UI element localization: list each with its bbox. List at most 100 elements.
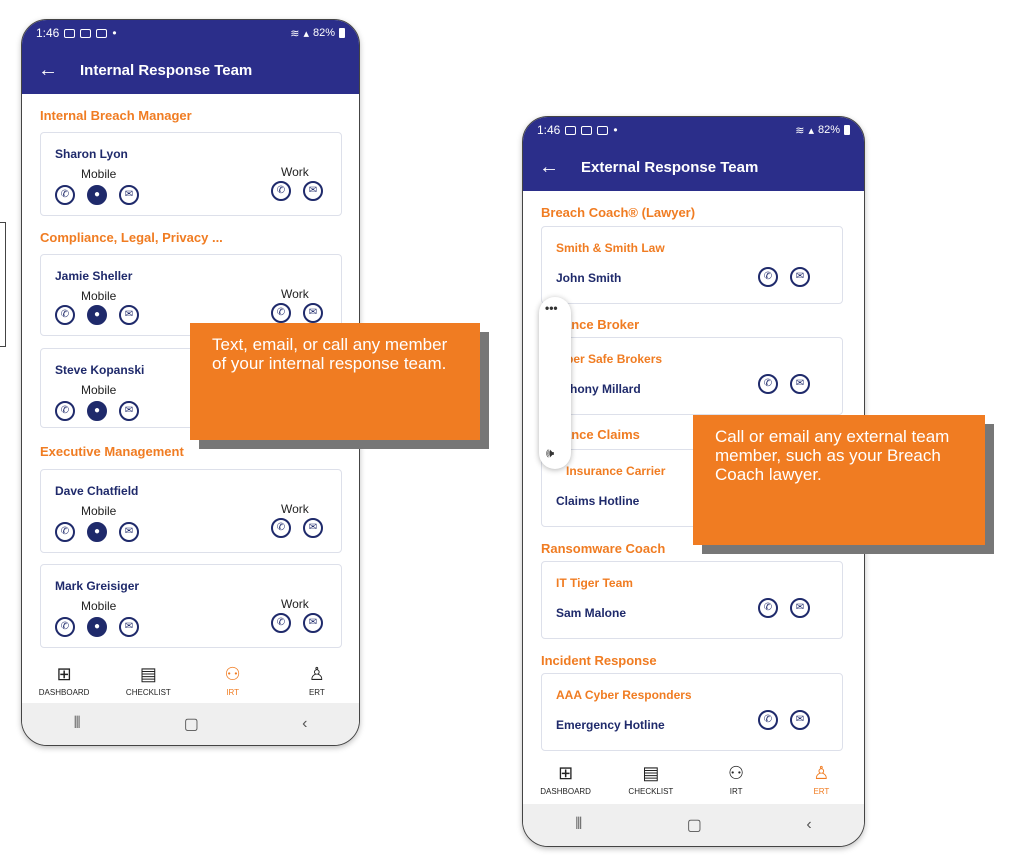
status-time: 1:46 xyxy=(537,123,561,137)
envelope-icon[interactable]: ✉ xyxy=(790,710,810,730)
envelope-icon[interactable]: ✉ xyxy=(119,401,139,421)
contact-name: Steve Kopanski xyxy=(55,363,145,377)
internal-team-callout: Text, email, or call any member of your … xyxy=(190,323,480,440)
nav-dashboard[interactable]: ⊞ DASHBOARD xyxy=(540,762,591,796)
nav-irt[interactable]: ⚇ IRT xyxy=(224,663,241,697)
contact-name: Dave Chatfield xyxy=(55,484,139,498)
phone-icon[interactable]: ✆ xyxy=(271,303,291,323)
grid-icon: ⊞ xyxy=(56,663,72,684)
section-title: Compliance, Legal, Privacy ... xyxy=(40,230,223,245)
chat-bubble-icon[interactable]: ● xyxy=(87,185,107,205)
status-bar: 1:46 • ≋ ▴ 82% xyxy=(22,20,359,46)
phone-icon[interactable]: ✆ xyxy=(271,518,291,538)
phone-icon[interactable]: ✆ xyxy=(758,710,778,730)
section-title: urance Broker xyxy=(551,317,640,332)
partial-device-frame xyxy=(0,222,6,347)
envelope-icon[interactable]: ✉ xyxy=(303,518,323,538)
speaker-icon[interactable]: 🕪 xyxy=(546,445,555,460)
section-title: Internal Breach Manager xyxy=(40,108,192,123)
envelope-icon[interactable]: ✉ xyxy=(119,617,139,637)
dot-icon: • xyxy=(112,26,117,40)
phone-icon[interactable]: ✆ xyxy=(758,374,778,394)
envelope-icon[interactable]: ✉ xyxy=(119,185,139,205)
status-time: 1:46 xyxy=(36,26,60,40)
battery-icon xyxy=(339,28,345,38)
contact-name: Emergency Hotline xyxy=(556,718,665,732)
clipboard-icon: ▤ xyxy=(139,663,157,684)
system-back-icon[interactable]: ‹ xyxy=(302,715,308,732)
phone-icon[interactable]: ✆ xyxy=(55,185,75,205)
phone-icon[interactable]: ✆ xyxy=(271,613,291,633)
phone-icon[interactable]: ✆ xyxy=(55,401,75,421)
app-bar: ← External Response Team xyxy=(523,143,864,191)
chat-bubble-icon[interactable]: ● xyxy=(87,305,107,325)
section-title: urance Claims xyxy=(551,427,640,442)
chat-bubble-icon[interactable]: ● xyxy=(87,401,107,421)
envelope-icon[interactable]: ✉ xyxy=(790,598,810,618)
recent-apps-icon[interactable]: ⦀ xyxy=(575,816,583,833)
home-icon[interactable]: ▢ xyxy=(183,716,199,733)
team-pyramid-icon: ♙ xyxy=(813,762,830,783)
envelope-icon[interactable]: ✉ xyxy=(303,613,323,633)
phone-icon[interactable]: ✆ xyxy=(758,267,778,287)
page-title: Internal Response Team xyxy=(80,61,253,79)
envelope-icon[interactable]: ✉ xyxy=(119,305,139,325)
signal-icon: ▴ xyxy=(303,27,309,40)
clipboard-icon: ▤ xyxy=(642,762,660,783)
mobile-label: Mobile xyxy=(81,289,117,303)
notification-icon xyxy=(597,125,609,135)
envelope-icon[interactable]: ✉ xyxy=(790,267,810,287)
system-back-icon[interactable]: ‹ xyxy=(806,816,812,833)
contact-name: John Smith xyxy=(556,271,622,285)
work-label: Work xyxy=(281,502,309,516)
section-title: Breach Coach® (Lawyer) xyxy=(541,205,696,220)
notification-icon xyxy=(96,28,108,38)
phone-icon[interactable]: ✆ xyxy=(758,598,778,618)
page-title: External Response Team xyxy=(581,158,759,176)
envelope-icon[interactable]: ✉ xyxy=(790,374,810,394)
arrow-left-icon[interactable]: ← xyxy=(539,155,559,178)
phone-icon[interactable]: ✆ xyxy=(55,522,75,542)
phone-icon[interactable]: ✆ xyxy=(271,181,291,201)
bottom-nav: ⊞ DASHBOARD ▤ CHECKLIST ⚇ IRT ♙ ERT xyxy=(22,656,359,704)
envelope-icon[interactable]: ✉ xyxy=(119,522,139,542)
nav-ert[interactable]: ♙ ERT xyxy=(308,663,325,697)
contact-card: AAA Cyber Responders Emergency Hotline ✆… xyxy=(541,673,843,751)
nav-checklist[interactable]: ▤ CHECKLIST xyxy=(628,762,674,796)
arrow-left-icon[interactable]: ← xyxy=(38,58,58,81)
envelope-icon[interactable]: ✉ xyxy=(303,181,323,201)
contact-card: Sharon Lyon Mobile Work ✆ ● ✉ ✆ ✉ xyxy=(40,132,342,216)
contact-name: thony Millard xyxy=(566,382,641,396)
group-icon: ⚇ xyxy=(728,762,745,783)
envelope-icon[interactable]: ✉ xyxy=(303,303,323,323)
notification-icon xyxy=(80,28,92,38)
contact-card: Jamie Sheller Mobile Work ✆ ● ✉ ✆ ✉ xyxy=(40,254,342,336)
dot-icon: • xyxy=(613,123,618,137)
contact-name: Sam Malone xyxy=(556,606,627,620)
phone-icon[interactable]: ✆ xyxy=(55,617,75,637)
wifi-icon: ≋ xyxy=(795,124,805,137)
organization-name: Smith & Smith Law xyxy=(556,241,665,255)
home-icon[interactable]: ▢ xyxy=(686,817,702,834)
contact-name: Jamie Sheller xyxy=(55,269,133,283)
wifi-icon: ≋ xyxy=(290,27,300,40)
app-bar: ← Internal Response Team xyxy=(22,46,359,94)
contact-card: Smith & Smith Law John Smith ✆ ✉ xyxy=(541,226,843,304)
recent-apps-icon[interactable]: ⦀ xyxy=(73,715,81,732)
contact-card: Dave Chatfield Mobile Work ✆ ● ✉ ✆ ✉ xyxy=(40,469,342,553)
nav-dashboard[interactable]: ⊞ DASHBOARD xyxy=(38,663,90,697)
floating-volume-panel[interactable]: ••• 🕪 xyxy=(539,297,571,469)
battery-percent: 82% xyxy=(312,27,335,39)
more-icon[interactable]: ••• xyxy=(545,301,558,315)
signal-icon: ▴ xyxy=(808,124,814,137)
mobile-label: Mobile xyxy=(81,167,117,181)
contact-name: Mark Greisiger xyxy=(55,579,140,593)
section-title: Ransomware Coach xyxy=(541,541,666,556)
team-pyramid-icon: ♙ xyxy=(308,663,325,684)
nav-ert[interactable]: ♙ ERT xyxy=(813,762,830,796)
nav-checklist[interactable]: ▤ CHECKLIST xyxy=(125,663,171,697)
phone-icon[interactable]: ✆ xyxy=(55,305,75,325)
nav-irt[interactable]: ⚇ IRT xyxy=(728,762,745,796)
chat-bubble-icon[interactable]: ● xyxy=(87,617,107,637)
chat-bubble-icon[interactable]: ● xyxy=(87,522,107,542)
